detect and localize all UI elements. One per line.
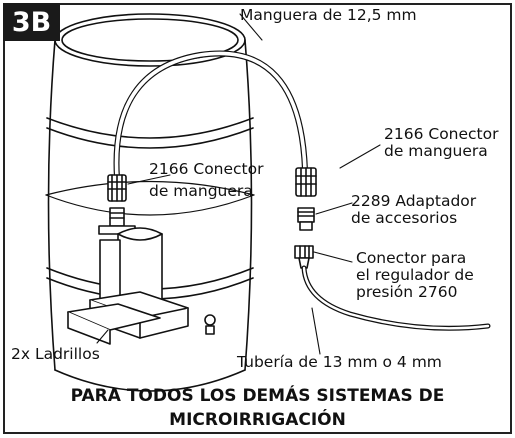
hose	[113, 50, 308, 181]
label-regulator-line3: presión 2760	[356, 283, 458, 301]
label-bricks: 2x Ladrillos	[11, 345, 100, 363]
label-connector-left-line2: de manguera	[149, 182, 253, 200]
adapter	[297, 207, 315, 231]
label-adapter-line2: de accesorios	[351, 209, 458, 227]
tubing	[301, 265, 491, 331]
figure-frame	[3, 3, 512, 434]
label-connector-right-line1: 2166 Conector	[384, 125, 499, 143]
caption-line2: MICROIRRIGACIÓN	[169, 410, 346, 430]
label-tubing: Tubería de 13 mm o 4 mm	[237, 353, 442, 371]
label-regulator-line1: Conector para	[356, 249, 467, 267]
caption-line1: PARA TODOS LOS DEMÁS SISTEMAS DE	[70, 386, 445, 406]
label-hose: Manguera de 12,5 mm	[240, 6, 417, 24]
step-badge: 3B	[3, 3, 60, 41]
label-regulator-line2: el regulador de	[356, 266, 474, 284]
leader-lines	[96, 13, 381, 355]
spigot	[204, 314, 216, 335]
label-connector-left-line1: 2166 Conector	[149, 160, 264, 178]
label-adapter-line1: 2289 Adaptador	[351, 192, 477, 210]
bricks	[67, 291, 189, 345]
left-connector	[107, 174, 127, 202]
right-connector	[295, 167, 317, 197]
label-connector-right-line2: de manguera	[384, 142, 488, 160]
regulator-connector	[294, 245, 314, 269]
